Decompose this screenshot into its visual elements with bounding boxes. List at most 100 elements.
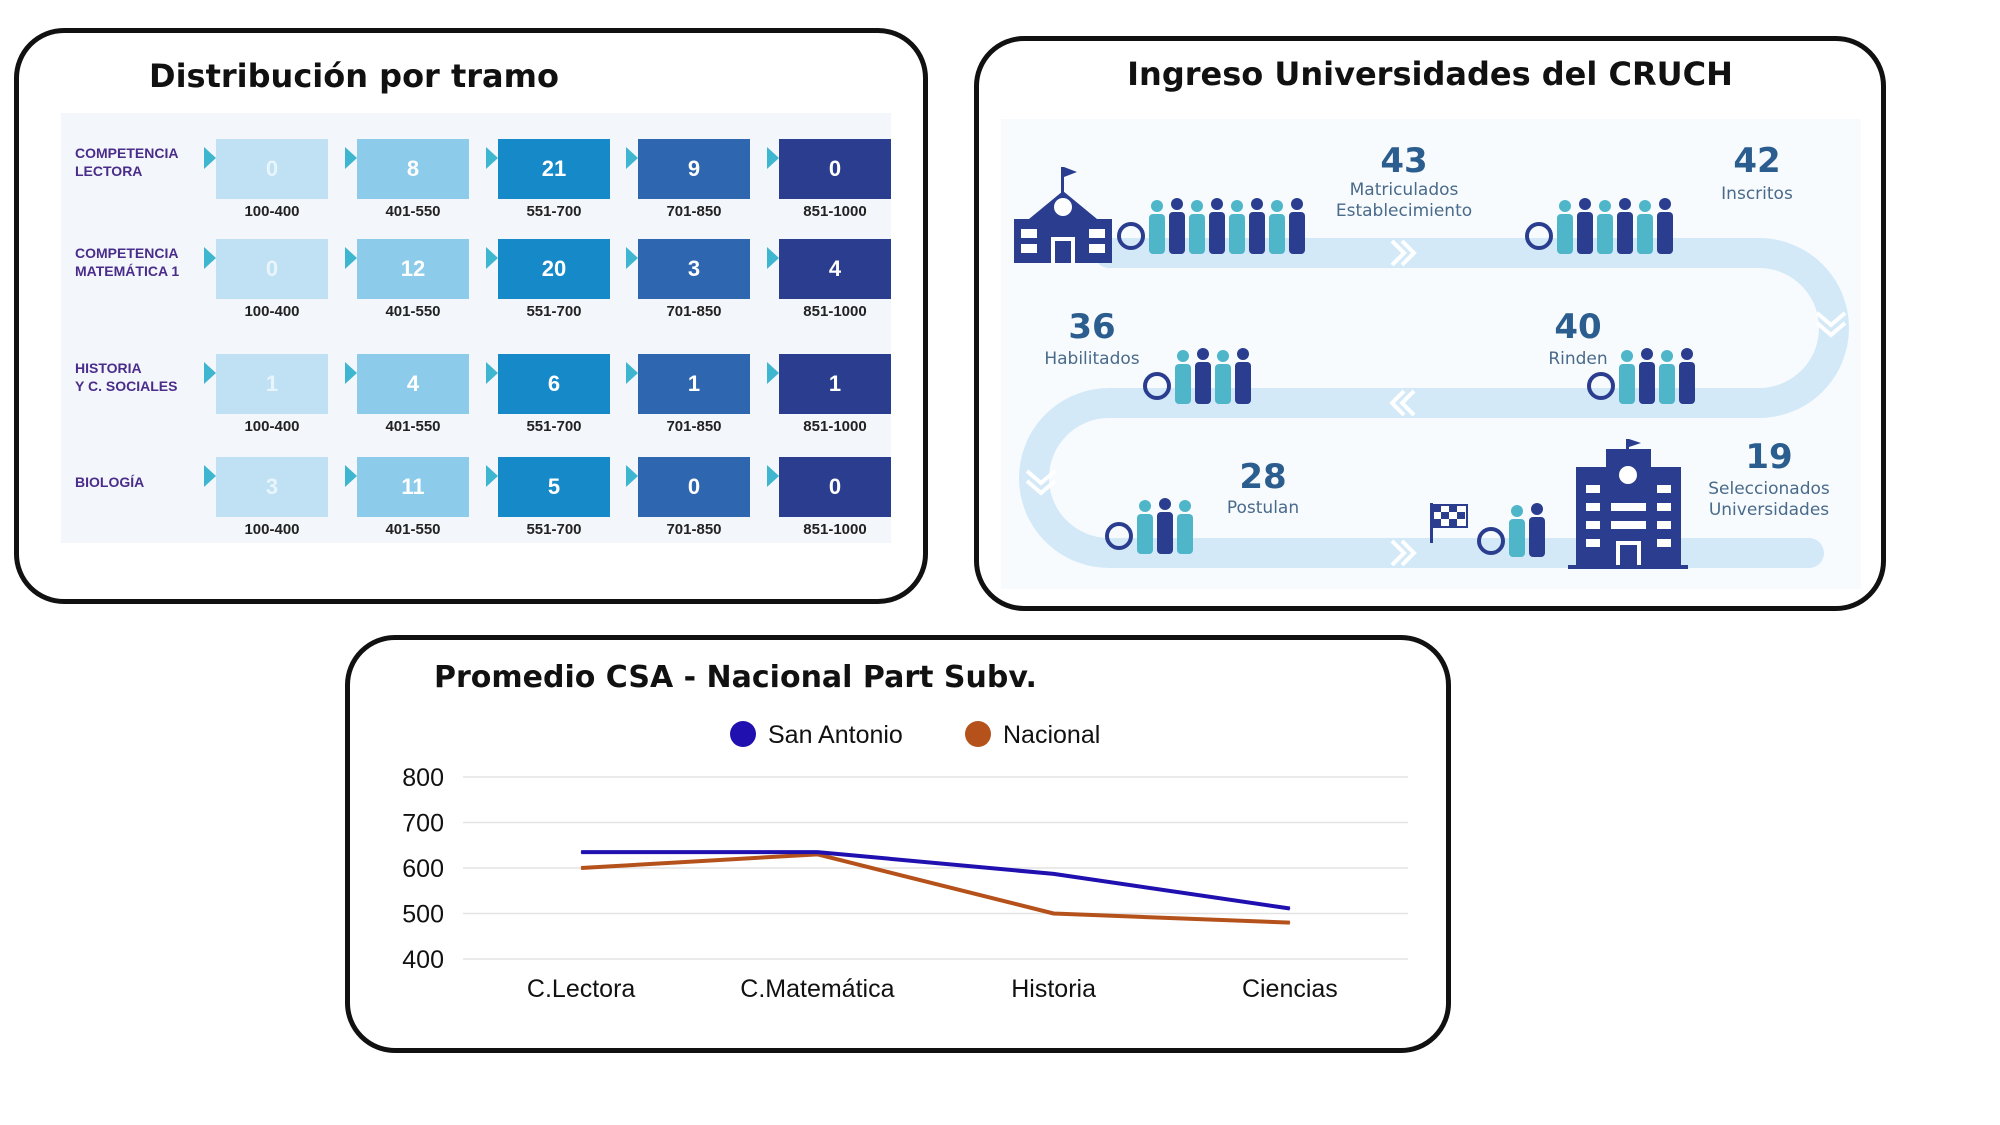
x-tick-label: Historia <box>1011 975 1096 1003</box>
tramo-range-label: 701-850 <box>666 521 722 538</box>
row-label: COMPETENCIA LECTORA <box>75 145 179 179</box>
tramo-range-label: 851-1000 <box>803 303 867 320</box>
tramo-range-label: 551-700 <box>526 303 582 320</box>
rinden-value: 40 <box>1554 307 1601 347</box>
people-group-icon <box>1143 348 1251 404</box>
tramo-cell: 0 <box>626 457 750 517</box>
chevron-down-icon <box>1815 311 1847 338</box>
tramos-title: Distribución por tramo <box>149 57 559 95</box>
habilitados-value: 36 <box>1068 307 1115 347</box>
x-tick-label: C.Matemática <box>740 975 894 1003</box>
tramo-range-label: 401-550 <box>385 203 441 220</box>
tramo-marker-icon <box>204 362 216 384</box>
tramo-value: 8 <box>406 156 420 181</box>
row-label: BIOLOGÍA <box>75 474 145 490</box>
matriculados-label: Matriculados <box>1350 180 1459 200</box>
tramo-cell: 11 <box>345 457 469 517</box>
tramo-value: 12 <box>400 256 426 281</box>
tramo-cell: 9 <box>626 139 750 199</box>
tramos-grid: COMPETENCIA LECTORA 0 100-400 8 401-550 21 551… <box>61 113 891 543</box>
y-tick-label: 400 <box>402 946 444 974</box>
data-point <box>1289 922 1291 924</box>
series-line-nacional <box>581 852 1290 925</box>
tramo-cell: 1 <box>767 354 891 414</box>
tramo-value: 1 <box>828 371 842 396</box>
tramo-value: 1 <box>265 371 279 396</box>
tramo-cell: 5 <box>486 457 610 517</box>
seleccionados-value: 19 <box>1745 437 1792 477</box>
seleccionados-label-2: Universidades <box>1709 500 1829 520</box>
tramo-value: 4 <box>828 256 842 281</box>
tramo-marker-icon <box>486 362 498 384</box>
tramo-cell: 3 <box>204 457 328 517</box>
tramo-range-label: 401-550 <box>385 418 441 435</box>
tramo-range-label: 551-700 <box>526 418 582 435</box>
tramo-value: 3 <box>265 474 279 499</box>
people-group-icon <box>1525 198 1673 254</box>
cruch-path <box>1019 238 1849 568</box>
tramo-value: 21 <box>541 156 567 181</box>
tramo-marker-icon <box>345 465 357 487</box>
tramo-range-label: 551-700 <box>526 521 582 538</box>
tramo-value: 11 <box>401 474 425 499</box>
tramo-marker-icon <box>626 362 638 384</box>
row-label: HISTORIA Y C. SOCIALES <box>75 360 178 394</box>
postulan-label: Postulan <box>1227 498 1299 518</box>
tramo-cell: 0 <box>204 139 328 199</box>
habilitados-label: Habilitados <box>1044 349 1139 369</box>
tramo-range-label: 100-400 <box>244 203 300 220</box>
tramo-value: 0 <box>828 474 842 499</box>
tramo-value: 4 <box>406 371 420 396</box>
y-tick-label: 700 <box>402 810 444 838</box>
legend-marker <box>965 721 991 747</box>
data-point <box>1289 907 1291 909</box>
tramo-value: 3 <box>687 256 701 281</box>
finish-flag-icon <box>1430 503 1468 543</box>
data-point <box>1053 913 1055 914</box>
tramo-value: 9 <box>687 156 701 181</box>
tramo-marker-icon <box>626 147 638 169</box>
inscritos-label: Inscritos <box>1721 184 1793 204</box>
legend-label: San Antonio <box>768 721 903 749</box>
tramo-cell: 21 <box>486 139 610 199</box>
x-tick-label: Ciencias <box>1242 975 1338 1003</box>
people-group-icon <box>1105 498 1193 554</box>
university-building-icon <box>1568 439 1688 569</box>
legend-marker <box>730 721 756 747</box>
tramo-value: 5 <box>547 474 561 499</box>
tramo-marker-icon <box>345 247 357 269</box>
chart-title: Promedio CSA - Nacional Part Subv. <box>434 660 1037 695</box>
data-point <box>1053 873 1055 875</box>
tramo-marker-icon <box>204 465 216 487</box>
y-tick-label: 600 <box>402 855 444 883</box>
seleccionados-label: Seleccionados <box>1708 479 1830 499</box>
tramo-cell: 3 <box>626 239 750 299</box>
tramo-cell: 6 <box>486 354 610 414</box>
chevron-down-icon <box>1025 469 1057 496</box>
tramo-marker-icon <box>767 247 779 269</box>
tramo-range-label: 100-400 <box>244 418 300 435</box>
tramo-range-label: 851-1000 <box>803 203 867 220</box>
tramo-value: 0 <box>265 156 279 181</box>
matriculados-label-2: Establecimiento <box>1336 201 1472 221</box>
tramo-cell: 20 <box>486 239 610 299</box>
tramo-cell: 1 <box>626 354 750 414</box>
tramo-marker-icon <box>204 247 216 269</box>
tramo-marker-icon <box>626 247 638 269</box>
chevron-right-icon <box>1390 539 1417 567</box>
tramo-marker-icon <box>204 147 216 169</box>
tramo-cell: 0 <box>204 239 328 299</box>
school-icon <box>1014 167 1112 263</box>
tramo-marker-icon <box>486 247 498 269</box>
tramo-marker-icon <box>345 147 357 169</box>
people-group-icon <box>1117 198 1305 254</box>
tramo-range-label: 851-1000 <box>803 418 867 435</box>
y-tick-label: 500 <box>402 901 444 929</box>
tramo-range-label: 701-850 <box>666 418 722 435</box>
tramo-cell: 12 <box>345 239 469 299</box>
cruch-infographic: 43 Matriculados Establecimiento 42 Inscr… <box>1001 119 1861 589</box>
tramo-range-label: 100-400 <box>244 303 300 320</box>
tramo-marker-icon <box>767 465 779 487</box>
tramo-marker-icon <box>626 465 638 487</box>
